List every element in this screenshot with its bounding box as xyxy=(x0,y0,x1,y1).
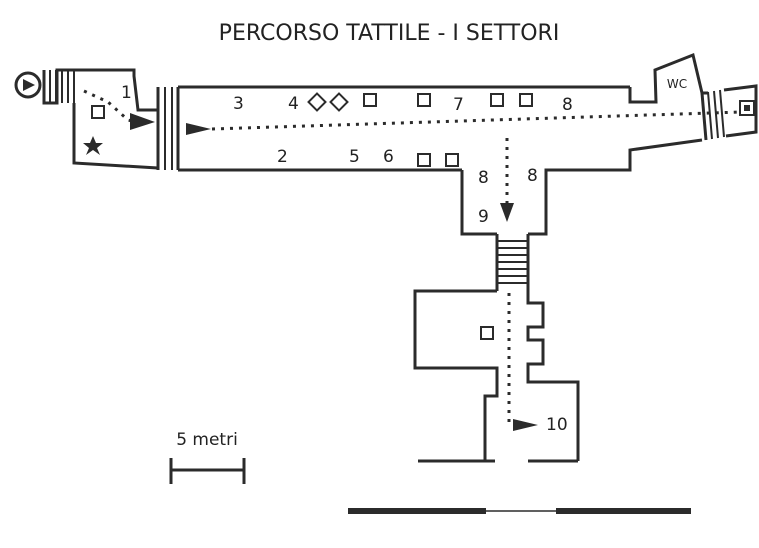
sector-label-8: 8 xyxy=(478,168,489,188)
object-square xyxy=(417,93,431,107)
route-path xyxy=(211,110,743,131)
sector-label-7: 7 xyxy=(453,95,464,115)
object-square xyxy=(91,105,105,119)
object-square xyxy=(519,93,533,107)
scale-bar: 5 metri xyxy=(169,430,246,484)
sector-label-8: 8 xyxy=(527,166,538,186)
sector-label-2: 2 xyxy=(277,147,288,167)
star-icon xyxy=(83,136,103,155)
scale-label: 5 metri xyxy=(176,430,238,450)
lower-room xyxy=(413,289,580,463)
object-square xyxy=(363,93,377,107)
object-diamond xyxy=(307,92,327,112)
main-gallery xyxy=(178,52,758,236)
sector-label-10: 10 xyxy=(546,415,568,435)
wc-label: WC xyxy=(667,77,687,91)
sector-label-9: 9 xyxy=(478,207,489,227)
sector-label-8: 8 xyxy=(562,95,573,115)
stairs xyxy=(495,234,530,291)
route-arrow xyxy=(186,123,211,135)
route-arrow xyxy=(500,203,514,222)
route-arrow xyxy=(513,419,538,431)
object-square xyxy=(417,153,431,167)
sector-label-5: 5 xyxy=(349,147,360,167)
entrance-room xyxy=(42,68,180,170)
object-square xyxy=(490,93,504,107)
sector-label-4: 4 xyxy=(288,94,299,114)
object-square xyxy=(480,326,494,340)
object-square xyxy=(445,153,459,167)
object-diamond xyxy=(329,92,349,112)
square-target-icon xyxy=(739,100,755,116)
sector-label-3: 3 xyxy=(233,94,244,114)
route-arrow xyxy=(130,113,155,130)
sector-label-1: 1 xyxy=(121,83,132,103)
sector-label-6: 6 xyxy=(383,147,394,167)
page-title: PERCORSO TATTILE - I SETTORI xyxy=(219,21,560,46)
play-circle-icon xyxy=(14,71,42,99)
